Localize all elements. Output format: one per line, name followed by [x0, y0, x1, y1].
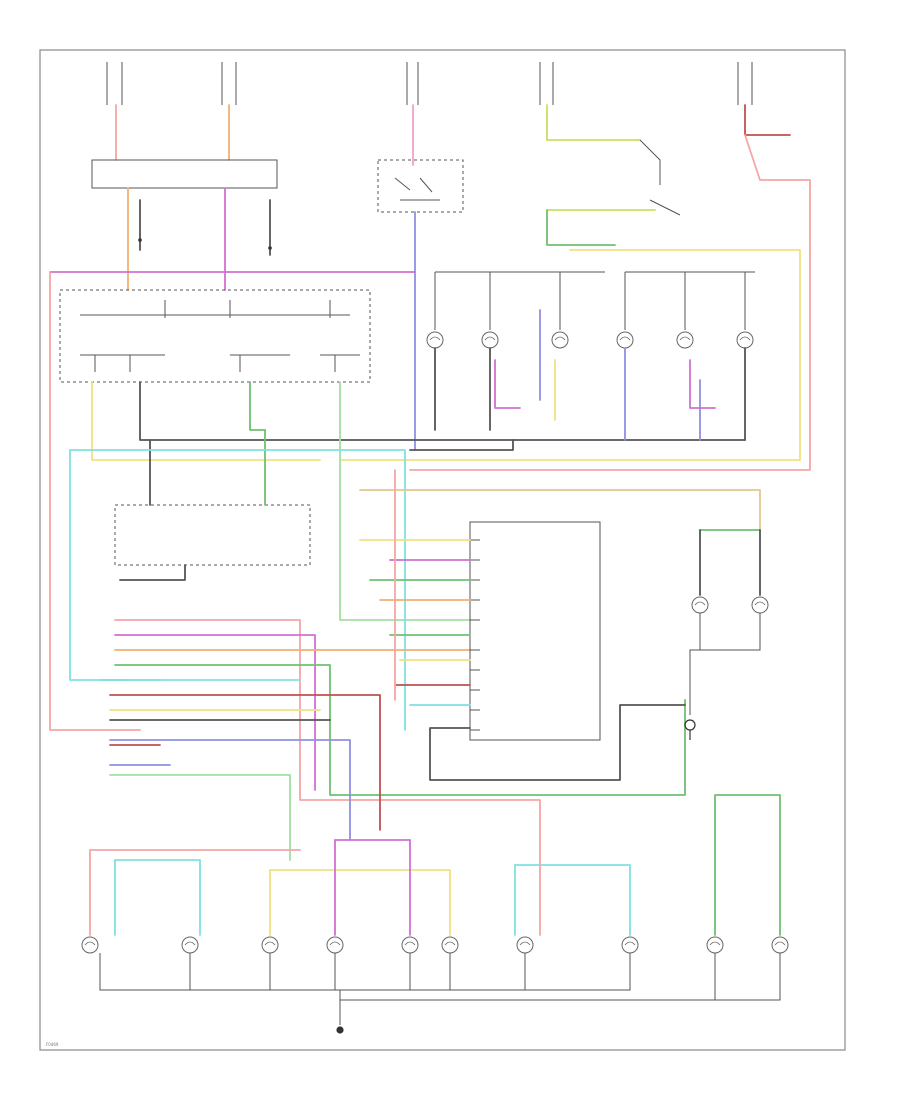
right-rear-side-marker-bulb: [621, 936, 639, 954]
turn-switch-top: [339, 139, 801, 461]
ts-yellow-down: [91, 381, 321, 461]
left-lamp-ground-wires: [434, 347, 491, 431]
flasher-out: [119, 564, 186, 581]
dimmer-switch-box: [377, 159, 464, 213]
feed-5-wire: [744, 104, 791, 136]
right-lamp-magenta: [689, 359, 716, 409]
feed-5-red-run: [409, 134, 811, 471]
lc-magenta: [114, 634, 316, 791]
trailer-lamp-left-bulb: [706, 936, 724, 954]
left-rear-side-marker-bulb: [181, 936, 199, 954]
headlamp-switch-box: [91, 159, 278, 189]
turn-switch-pins: [164, 300, 331, 318]
lc-green: [114, 664, 686, 796]
dimmer-contacts: [394, 177, 440, 201]
fuse-feed-2: [221, 62, 237, 105]
turn-switch-contacts: [639, 139, 681, 216]
turn-switch-bus: [80, 314, 360, 356]
ts-ltgreen-long: [339, 381, 471, 621]
rear-yellow-top: [269, 869, 451, 936]
right-headlamp-2-bulb: [676, 331, 694, 349]
hls-gray-down: [139, 199, 271, 256]
feed-4-wire: [546, 104, 641, 141]
right-headlamp-1-bulb: [616, 331, 634, 349]
rear-lamps-row: [81, 794, 789, 1034]
ts-gray-bus: [139, 381, 746, 441]
right-tail-lamp-bulb: [516, 936, 534, 954]
instrument-cluster-block: [469, 521, 601, 741]
right-lamp-drops: [624, 272, 746, 330]
lc-blue: [109, 739, 351, 841]
rm-drops: [699, 529, 761, 596]
fuse-feed-3: [406, 62, 419, 105]
right-park-lamp-bulb: [736, 331, 754, 349]
left-red-run: [49, 271, 141, 731]
page-code: F0469: [46, 1042, 59, 1047]
left-headlamp-2-bulb: [481, 331, 499, 349]
rm-ground-return: [689, 613, 761, 715]
cluster-pins: [470, 539, 480, 731]
trailer-lamp-right-bulb: [771, 936, 789, 954]
dimmer-switch: [377, 159, 464, 451]
right-side-marker-bulb: [751, 596, 769, 614]
right-mid-lamps: [684, 529, 769, 740]
turn-signal-switch: [59, 289, 371, 383]
right-license-lamp-bulb: [441, 936, 459, 954]
headlamp-switch: [91, 159, 278, 291]
front-lamps-right-group: [616, 271, 755, 441]
rear-cyan-right: [514, 864, 631, 936]
cyan-upper-run: [69, 449, 406, 731]
left-connector-block: [99, 619, 686, 861]
ic-gray-ground: [429, 704, 686, 781]
cluster-box: [469, 521, 601, 741]
left-lamp-drops: [434, 272, 561, 330]
fuse-feed-1: [106, 62, 123, 105]
lc-darkred: [109, 694, 381, 831]
diagram-frame: [39, 49, 846, 1051]
left-headlamp-1-bulb: [426, 331, 444, 349]
center-lamp-bulb: [401, 936, 419, 954]
left-license-lamp-bulb: [261, 936, 279, 954]
front-lamps-left-group: [426, 271, 605, 431]
flasher-box: [114, 504, 311, 566]
turn-switch-lower-pins: [94, 355, 336, 372]
ground-symbol-right: [684, 719, 696, 740]
front-ground-link: [409, 439, 514, 451]
lc-ltgreen: [109, 774, 291, 861]
rear-cyan-top: [114, 859, 201, 936]
yellow-long-run: [339, 249, 801, 461]
flasher-module: [114, 429, 311, 581]
fuse-feed-5: [737, 62, 753, 105]
left-tail-lamp-bulb: [81, 936, 99, 954]
lc-red-1: [114, 619, 541, 851]
right-lamp-blue: [624, 347, 701, 441]
rear-green-right: [714, 794, 781, 936]
left-side-marker-bulb: [691, 596, 709, 614]
fuse-feed-4: [539, 62, 554, 105]
power-feeds: [106, 62, 811, 471]
left-lamp-magenta: [494, 359, 521, 409]
license-lamp-bulb: [326, 936, 344, 954]
rear-ground-bus: [99, 953, 781, 1025]
left-park-lamp-bulb: [551, 331, 569, 349]
green-wire-mid: [546, 209, 616, 246]
ts-green: [249, 381, 266, 431]
ic-tan-run: [359, 489, 761, 531]
rear-magenta-drops: [334, 839, 411, 936]
ground-symbol-rear: [336, 1026, 344, 1034]
turn-switch-box: [59, 289, 371, 383]
